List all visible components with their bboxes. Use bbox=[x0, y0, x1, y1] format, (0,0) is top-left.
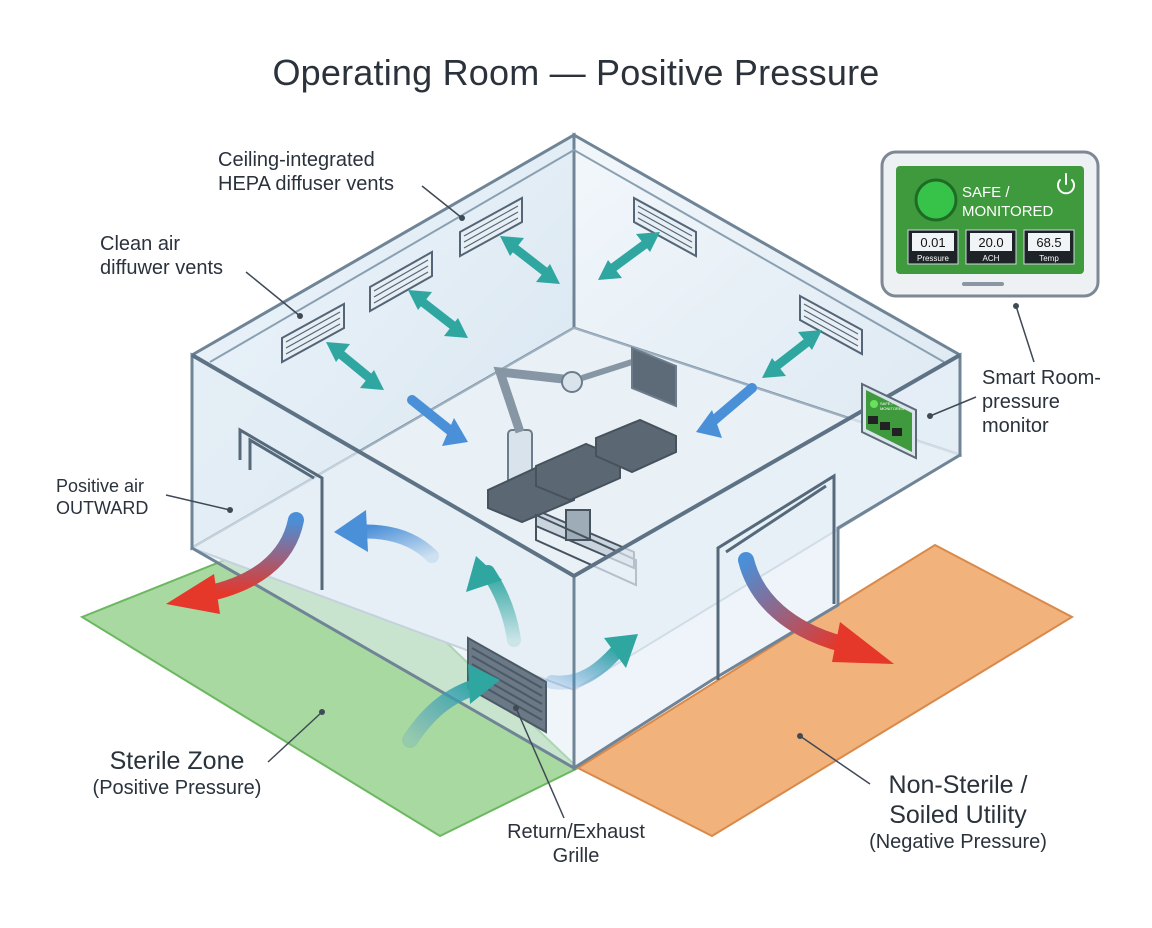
right-outflow-arrow bbox=[738, 552, 850, 652]
left-doorway bbox=[238, 427, 324, 590]
return-grille-label-line-1: Return/Exhaust bbox=[507, 821, 645, 843]
non-sterile-zone-name-line-2: Soiled Utility bbox=[889, 801, 1027, 829]
circulation-arrowhead-left bbox=[334, 510, 368, 552]
return-grille-label-line-2: Grille bbox=[552, 845, 600, 867]
leader-dots bbox=[227, 215, 1019, 739]
wall-monitor-status-2: MONITORED bbox=[880, 406, 904, 411]
clean-air-vents-label-line-2: diffuwer vents bbox=[100, 257, 224, 279]
monitor-reading-temp-label: Temp bbox=[1039, 254, 1059, 263]
exhaust-arrowhead bbox=[604, 634, 638, 668]
monitor-status-line-1: SAFE / bbox=[962, 184, 1010, 201]
wall-top-rim bbox=[190, 353, 961, 579]
ceiling-vents-label-line-2: HEPA diffuser vents bbox=[218, 173, 395, 195]
circulation-arrowhead-up bbox=[466, 556, 502, 592]
power-icon bbox=[1057, 173, 1075, 195]
monitor-reading-ach-value: 20.0 bbox=[978, 235, 1003, 250]
monitor-reading-ach-label: ACH bbox=[983, 254, 1000, 263]
sterile-zone-label: Sterile Zone (Positive Pressure) bbox=[72, 746, 282, 800]
positive-air-label-line-1: Positive air bbox=[56, 476, 145, 496]
positive-air-label-line-2: OUTWARD bbox=[56, 497, 149, 518]
smart-monitor-device bbox=[880, 150, 1100, 298]
ceiling-frame bbox=[209, 148, 945, 363]
wall-monitor-status-1: SAFE / bbox=[880, 401, 894, 406]
ceiling-vents-left-slats bbox=[285, 205, 519, 355]
page-title: Operating Room — Positive Pressure bbox=[272, 52, 880, 93]
right-doorway bbox=[716, 473, 836, 680]
non-sterile-zone-name-line-1: Non-Sterile / bbox=[888, 771, 1028, 799]
smart-monitor-label-line-3: monitor bbox=[982, 415, 1049, 437]
ceiling-vents-right-slats bbox=[637, 205, 859, 347]
non-sterile-zone-sub: (Negative Pressure) bbox=[869, 831, 1047, 853]
front-right-wall bbox=[572, 352, 962, 771]
ceiling-vents-label-line-1: Ceiling-integrated bbox=[218, 149, 375, 171]
left-outflow-arrowhead bbox=[166, 574, 220, 614]
monitor-reading-pressure-label: Pressure bbox=[917, 254, 950, 263]
return-grille-label: Return/Exhaust Grille bbox=[486, 820, 666, 868]
non-sterile-zone-label: Non-Sterile / Soiled Utility (Negative P… bbox=[850, 770, 1066, 854]
monitor-reading-temp-value: 68.5 bbox=[1036, 235, 1061, 250]
exhaust-arrow bbox=[545, 643, 625, 690]
downflow-arrows bbox=[407, 383, 757, 437]
intake-arrowhead bbox=[468, 664, 500, 704]
operating-table bbox=[487, 418, 677, 587]
ceiling-vents-label: Ceiling-integrated HEPA diffuser vents bbox=[218, 148, 394, 196]
clean-air-vents-label: Clean air diffuwer vents bbox=[100, 232, 223, 280]
leader-lines bbox=[165, 185, 1035, 819]
ceiling-airflow-arrows bbox=[333, 237, 815, 385]
positive-air-label: Positive air OUTWARD bbox=[56, 476, 148, 519]
sterile-zone-sub: (Positive Pressure) bbox=[92, 777, 262, 799]
wall-pressure-monitor bbox=[861, 382, 917, 460]
monitor-status-line-2: MONITORED bbox=[962, 203, 1054, 220]
smart-monitor-label: Smart Room- pressure monitor bbox=[982, 366, 1101, 438]
sterile-zone-name: Sterile Zone bbox=[109, 747, 245, 775]
monitor-reading-pressure-value: 0.01 bbox=[920, 235, 945, 250]
clean-air-vents-label-line-1: Clean air bbox=[100, 233, 181, 255]
right-outflow-arrowhead bbox=[832, 622, 894, 664]
smart-monitor-label-line-2: pressure bbox=[982, 391, 1060, 413]
left-outflow-arrow bbox=[198, 512, 304, 602]
downflow-arrowheads bbox=[442, 410, 722, 446]
ceiling-airflow-arrowheads bbox=[326, 232, 822, 390]
smart-monitor-label-line-1: Smart Room- bbox=[982, 367, 1101, 389]
